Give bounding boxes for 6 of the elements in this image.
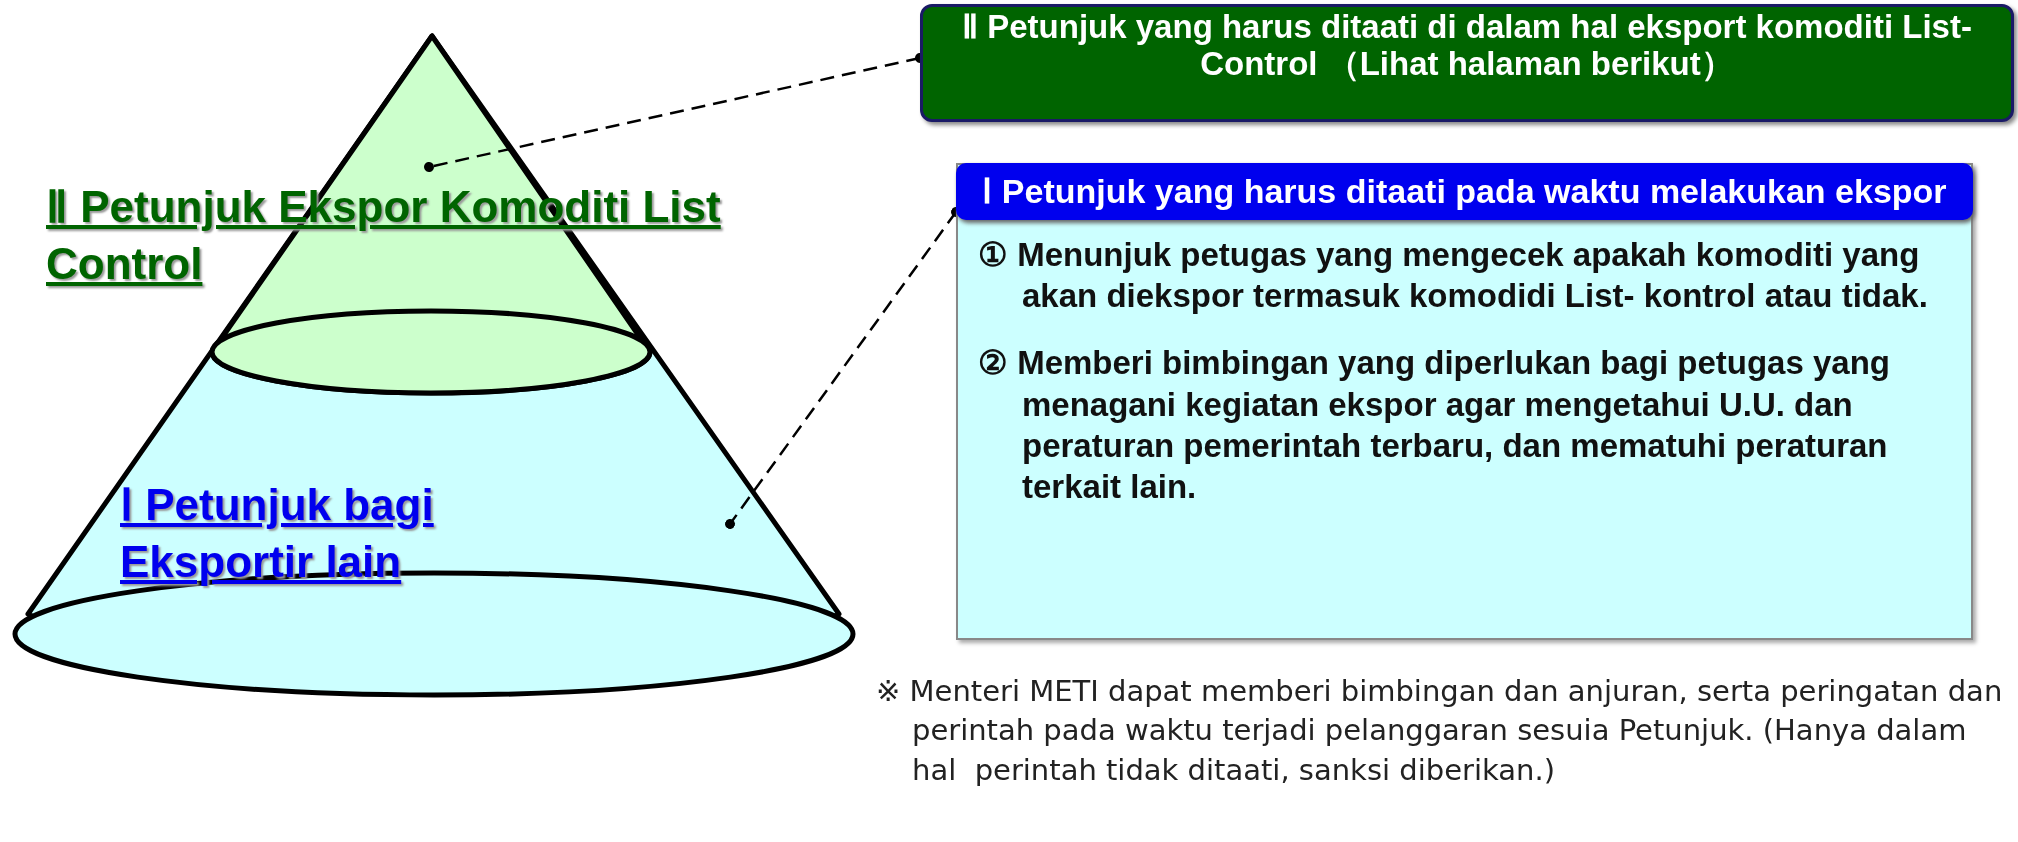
panel-item-text: ① Menunjuk petugas yang mengecek apakah komoditi yang akan diekspor termasuk komodidi List- kontrol atau tidak. bbox=[977, 234, 1929, 317]
heading-banner: Ⅱ Petunjuk yang harus ditaati di dalam hal eksport komoditi List-Control （Lihat halaman berikut） bbox=[920, 4, 2014, 122]
panel-heading: Ⅰ Petunjuk yang harus ditaati pada waktu melakukan ekspor bbox=[956, 163, 1973, 220]
panel-item-text: ② Memberi bimbingan yang diperlukan bagi petugas yang menagani kegiatan ekspor agar mengetahui U.U. dan peraturan pemerintah terbaru, dan mematuhi peraturan terkait lain. bbox=[977, 343, 1891, 508]
info-panel bbox=[956, 163, 1973, 640]
footnote: ※ Menteri METI dapat memberi bimbingan dan anjuran, serta peringatan dan perintah pada waktu terjadi pelanggaran sesuia Petunjuk. (Hanya dalam hal perintah tidak ditaati, sanksi diberikan.) bbox=[876, 673, 2004, 789]
